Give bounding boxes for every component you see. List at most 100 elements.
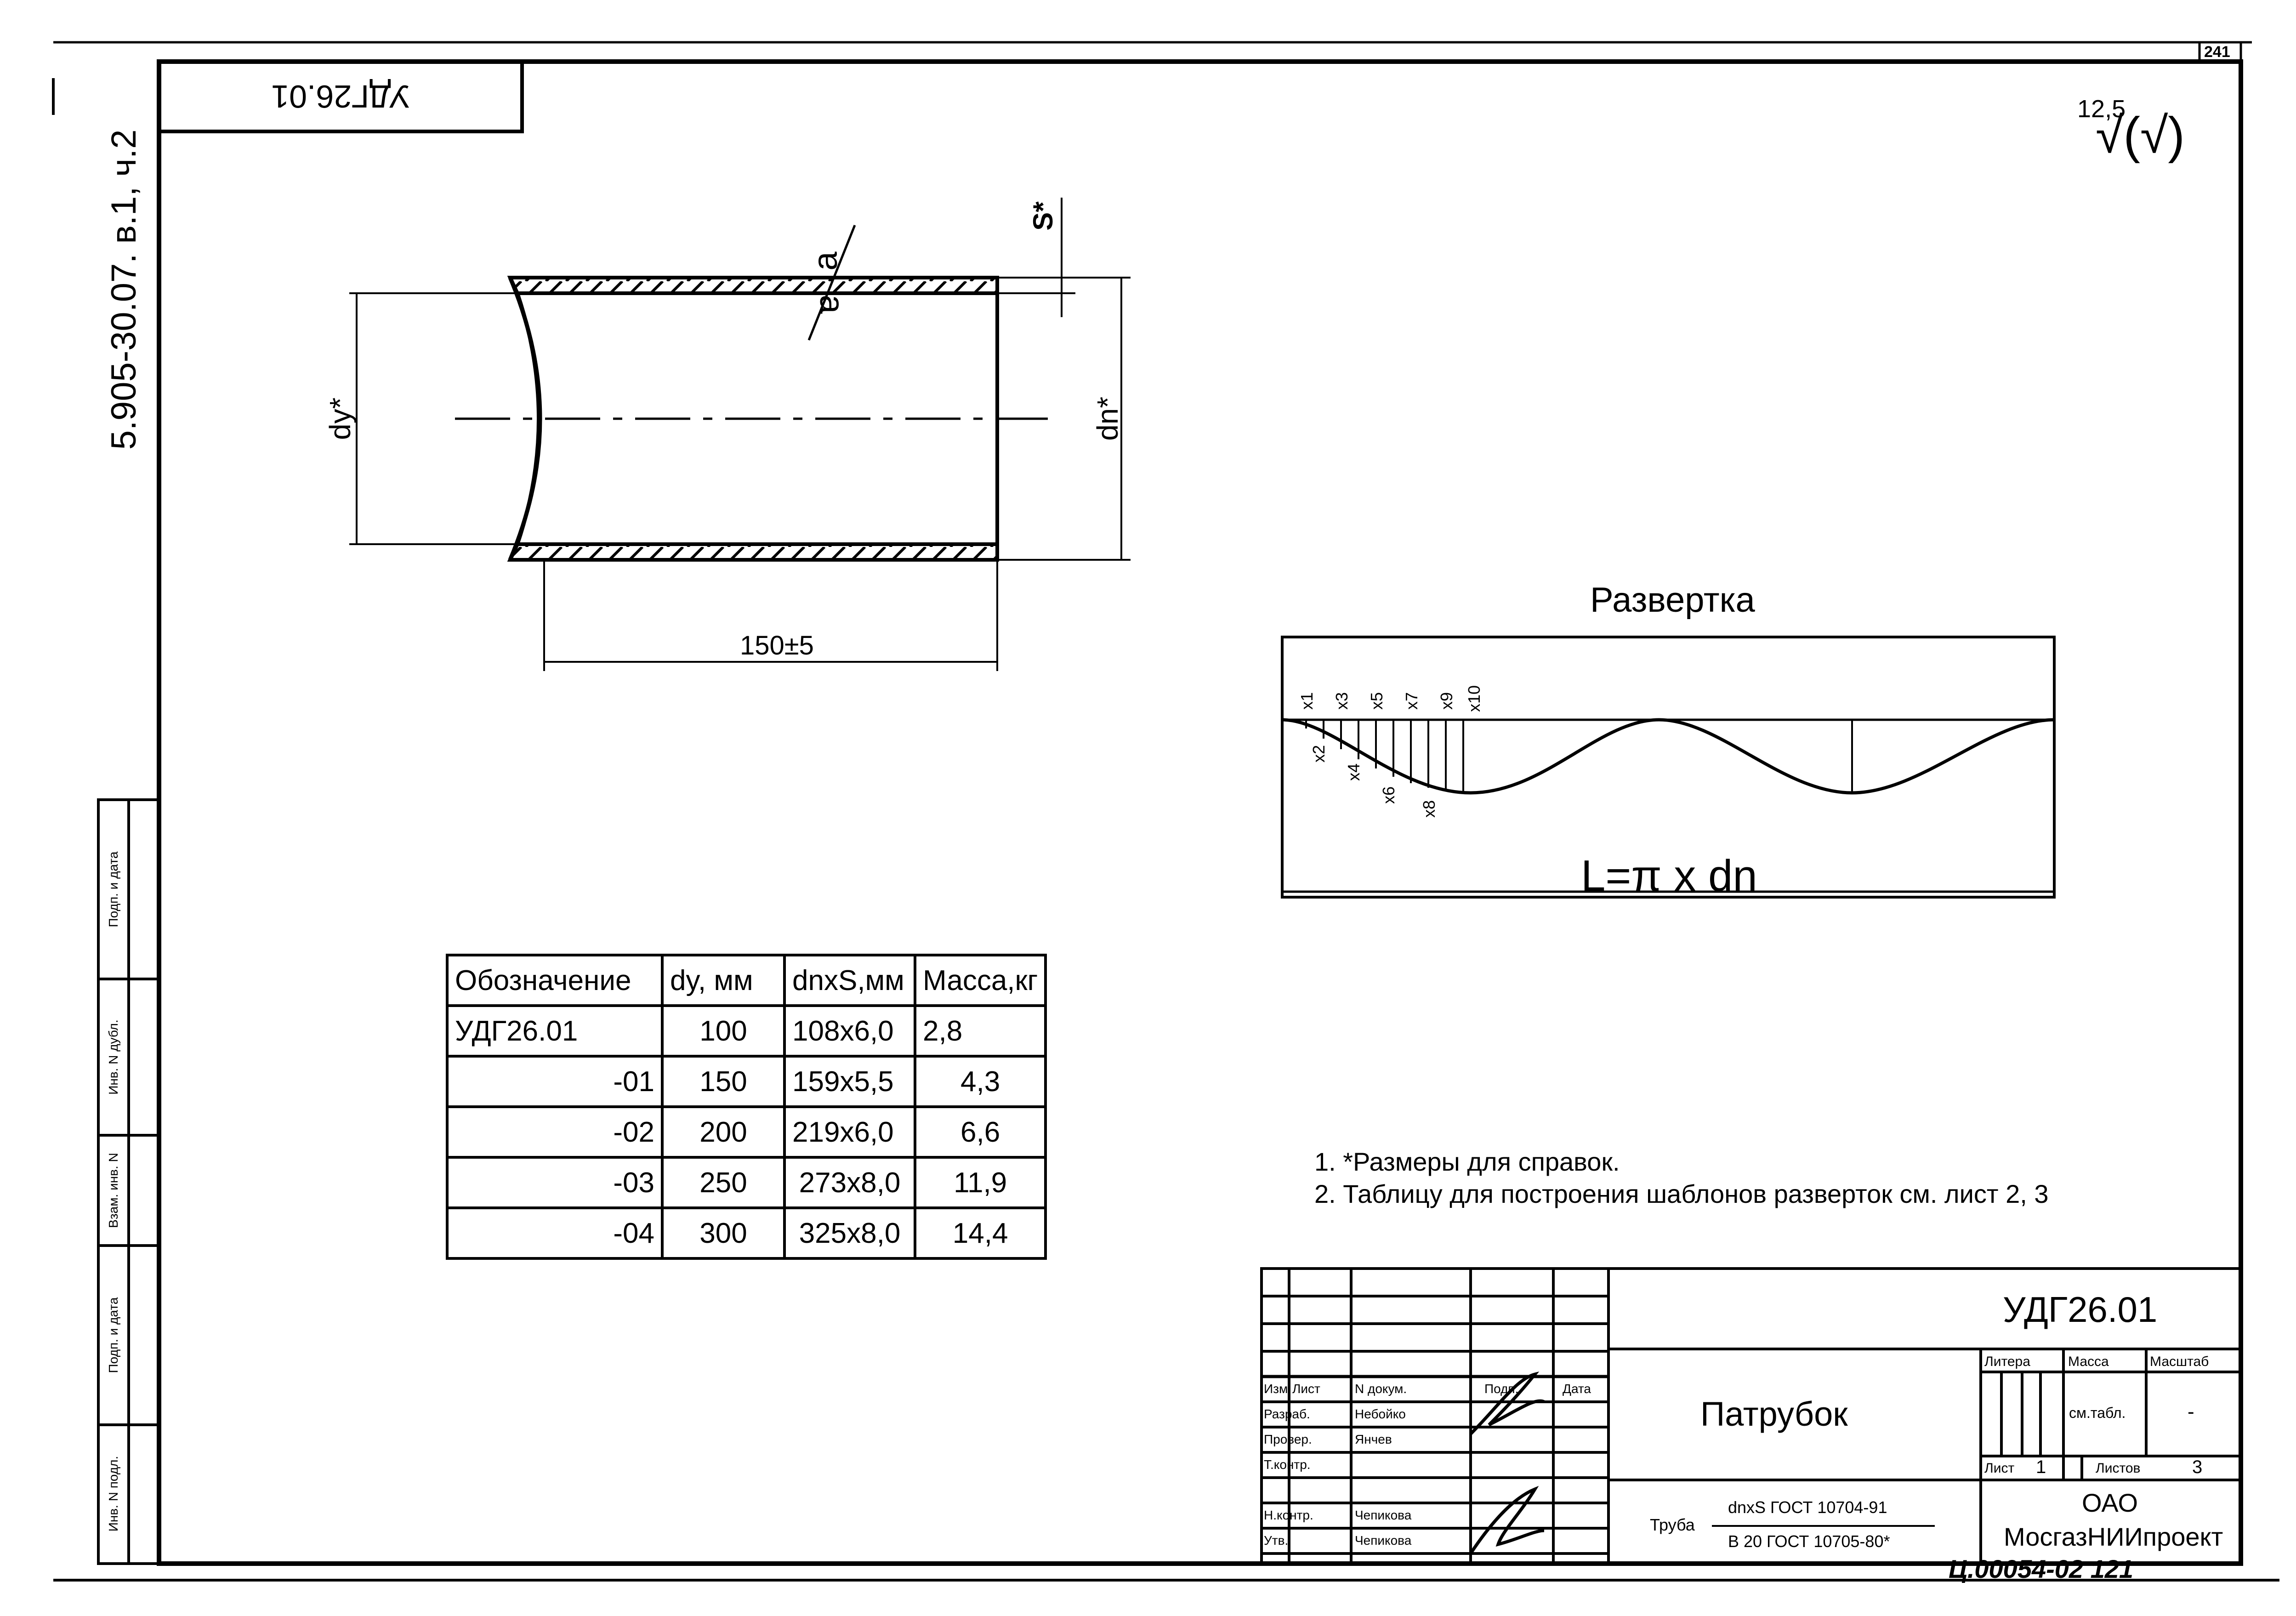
tb-inventory: Ц.00054-02 121	[1949, 1554, 2134, 1583]
tb-name-5: Чепикова	[1355, 1533, 1412, 1548]
tb-material-bottom: В 20 ГОСТ 10705-80*	[1728, 1532, 1890, 1551]
tb-scale-label: Масштаб	[2150, 1354, 2209, 1369]
tb-role-4: Н.контр.	[1264, 1508, 1313, 1522]
tb-sheet-value: 1	[2036, 1457, 2046, 1477]
spec-table: Обозначение dy, мм dnxS,мм Масса,кг УДГ2…	[446, 954, 1047, 1260]
pipe-section	[349, 198, 1131, 671]
tb-name-4: Чепикова	[1355, 1508, 1412, 1522]
margin-f4: Инв. N дубл.	[106, 1019, 120, 1095]
signatures	[1469, 1371, 1545, 1554]
table-cell: 325x8,0	[783, 1206, 916, 1260]
roughness-symbol: √(√)	[2096, 107, 2185, 164]
tb-litera-label: Литера	[1984, 1354, 2030, 1369]
tb-name-1: Небойко	[1355, 1407, 1406, 1421]
table-row: -04 300 325x8,0 14,4	[446, 1206, 1047, 1260]
table-cell: 108x6,0	[783, 1004, 916, 1058]
table-cell: 6,6	[913, 1105, 1047, 1159]
tb-name-2: Янчев	[1355, 1432, 1392, 1446]
margin-f1: Инв. N подл.	[106, 1456, 120, 1532]
development-diagram	[1281, 636, 2056, 899]
table-cell: 4,3	[913, 1055, 1047, 1108]
table-header: dy, мм	[661, 954, 786, 1007]
tb-org-1: ОАО	[2082, 1488, 2138, 1517]
tb-hdr-doc: N докум.	[1355, 1382, 1407, 1396]
tb-sheet-label: Лист	[1984, 1461, 2015, 1476]
table-header: dnxS,мм	[783, 954, 916, 1007]
table-row: -02 200 219x6,0 6,6	[446, 1105, 1047, 1159]
tb-hdr-izm: Изм.	[1264, 1382, 1291, 1396]
development-formula: L=π x dn	[1581, 851, 1757, 900]
margin-f2: Подп. и дата	[106, 1297, 120, 1373]
note-2: 2. Таблицу для построения шаблонов разве…	[1314, 1179, 2049, 1208]
table-cell: 100	[661, 1004, 786, 1058]
mark-x1: x1	[1297, 692, 1316, 710]
s-label: S*	[1028, 201, 1058, 231]
table-cell: 11,9	[913, 1156, 1047, 1209]
table-header: Масса,кг	[913, 954, 1047, 1007]
mark-x10: x10	[1465, 685, 1483, 712]
tb-scale-value: -	[2188, 1400, 2194, 1423]
tb-part-name: Патрубок	[1700, 1395, 1848, 1433]
sheet-number: 241	[2204, 43, 2230, 61]
table-cell: -01	[446, 1055, 664, 1108]
table-cell: 273x8,0	[783, 1156, 916, 1209]
title-block-grid	[1260, 1267, 2242, 1565]
tb-role-5: Утв.	[1264, 1533, 1289, 1548]
sheet-frame	[157, 59, 2243, 1566]
side-code: 5.905-30.07. в.1, ч.2	[104, 129, 143, 450]
table-cell: 2,8	[913, 1004, 1047, 1058]
top-stamp-box	[157, 60, 524, 133]
tb-role-2: Провер.	[1264, 1432, 1312, 1446]
tb-material-prefix: Труба	[1650, 1515, 1695, 1534]
table-cell: 159x5,5	[783, 1055, 916, 1108]
top-stamp: УДГ26.01	[271, 79, 410, 114]
note-1: 1. *Размеры для справок.	[1314, 1147, 1620, 1176]
mark-x5: x5	[1367, 692, 1386, 710]
weld-label-top: a	[806, 251, 844, 271]
tb-designation: УДГ26.01	[2003, 1289, 2158, 1330]
mark-x9: x9	[1437, 692, 1456, 710]
length-dimension: 150±5	[740, 631, 814, 660]
table-cell: УДГ26.01	[446, 1004, 664, 1058]
development-title: Развертка	[1590, 580, 1755, 620]
table-header-row: Обозначение dy, мм dnxS,мм Масса,кг	[446, 954, 1047, 1007]
mark-x4: x4	[1344, 763, 1363, 781]
mark-x6: x6	[1379, 786, 1398, 804]
margin-f5: Подп. и дата	[106, 851, 120, 927]
table-row: УДГ26.01 100 108x6,0 2,8	[446, 1004, 1047, 1058]
tb-sheets-value: 3	[2192, 1457, 2203, 1477]
tb-hdr-date: Дата	[1563, 1382, 1591, 1396]
mark-x7: x7	[1402, 692, 1421, 710]
table-header: Обозначение	[446, 954, 664, 1007]
tb-mass-label: Масса	[2068, 1354, 2109, 1369]
mark-x3: x3	[1332, 692, 1351, 710]
sheet-number-box	[2198, 41, 2242, 63]
table-cell: 14,4	[913, 1206, 1047, 1260]
tb-material-top: dnxS ГОСТ 10704-91	[1728, 1498, 1887, 1517]
table-cell: 250	[661, 1156, 786, 1209]
table-row: -01 150 159x5,5 4,3	[446, 1055, 1047, 1108]
margin-f3: Взам. инв. N	[106, 1153, 120, 1228]
table-cell: -04	[446, 1206, 664, 1260]
table-cell: -03	[446, 1156, 664, 1209]
table-row: -03 250 273x8,0 11,9	[446, 1156, 1047, 1209]
left-margin-strip	[97, 798, 160, 1565]
roughness-value: 12,5	[2077, 95, 2126, 123]
tb-mass-value: см.табл.	[2069, 1405, 2126, 1421]
tb-role-3: Т.контр.	[1264, 1457, 1311, 1472]
table-cell: -02	[446, 1105, 664, 1159]
tb-role-1: Разраб.	[1264, 1407, 1310, 1421]
tb-sheets-label: Листов	[2096, 1461, 2141, 1476]
tb-hdr-sign: Подп.	[1484, 1382, 1519, 1396]
tb-org-2: МосгазНИИпроект	[2004, 1522, 2223, 1551]
table-cell: 300	[661, 1206, 786, 1260]
tb-hdr-list: Лист	[1292, 1382, 1320, 1396]
table-cell: 200	[661, 1105, 786, 1159]
dy-label: dy*	[324, 397, 357, 440]
weld-label-bottom: a	[813, 295, 851, 314]
mark-x2: x2	[1309, 745, 1328, 763]
table-cell: 150	[661, 1055, 786, 1108]
table-cell: 219x6,0	[783, 1105, 916, 1159]
dn-label: dn*	[1091, 396, 1124, 441]
